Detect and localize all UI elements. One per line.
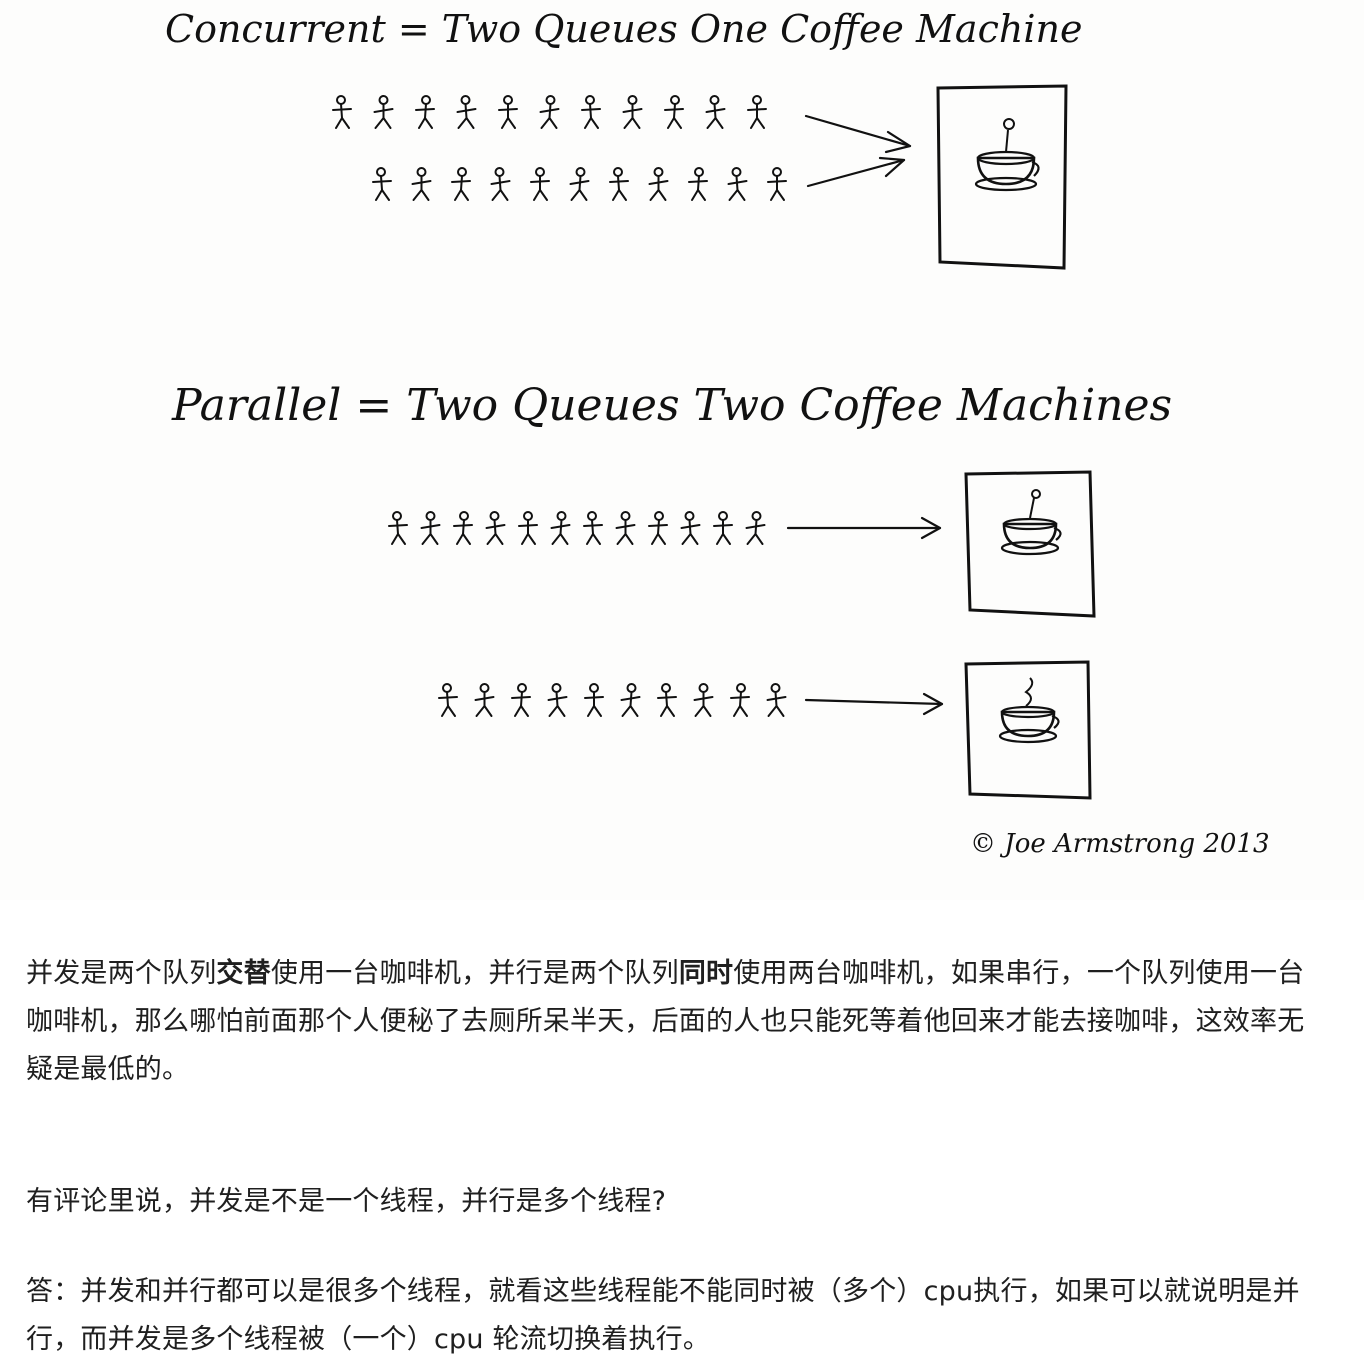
text-span: 并发是两个队列 (26, 958, 217, 989)
person-figure (485, 511, 506, 545)
person-figure (415, 95, 435, 129)
paragraph-explanation: 并发是两个队列交替使用一台咖啡机，并行是两个队列同时使用两台咖啡机，如果串行，一… (26, 950, 1326, 1094)
person-figure (511, 683, 531, 717)
credit: © Joe Armstrong 2013 (970, 829, 1270, 859)
person-figure (498, 95, 518, 129)
queue-concurrent-2 (372, 167, 787, 201)
person-figure (622, 95, 643, 129)
person-figure (518, 511, 538, 545)
person-figure (705, 95, 726, 129)
person-figure (747, 95, 767, 129)
arrow-concurrent-2 (806, 156, 906, 188)
person-figure (388, 511, 408, 545)
person-figure (657, 683, 677, 717)
paragraph-answer: 答：并发和并行都可以是很多个线程，就看这些线程能不能同时被（多个）cpu执行，如… (26, 1276, 1300, 1355)
person-figure (745, 511, 766, 545)
coffee-machine-parallel-2 (964, 660, 1092, 800)
person-figure (648, 167, 669, 201)
article: 并发是两个队列交替使用一台咖啡机，并行是两个队列同时使用两台咖啡机，如果串行，一… (26, 950, 1326, 1355)
coffee-cup-icon (998, 677, 1060, 744)
person-figure (664, 95, 684, 129)
person-figure (693, 683, 714, 717)
person-figure (456, 95, 477, 129)
person-figure (451, 167, 471, 201)
person-figure (620, 683, 641, 717)
coffee-machine-parallel-1 (964, 470, 1096, 618)
person-figure (648, 511, 668, 545)
emphasis-alternate: 交替 (216, 958, 271, 989)
queue-parallel-1 (388, 511, 766, 545)
person-figure (438, 683, 458, 717)
person-figure (615, 511, 636, 545)
person-figure (766, 683, 787, 717)
person-figure (411, 167, 432, 201)
person-figure (609, 167, 629, 201)
person-figure (490, 167, 511, 201)
person-figure (539, 95, 560, 129)
person-figure (767, 167, 787, 201)
person-figure (730, 683, 750, 717)
person-figure (581, 95, 601, 129)
person-figure (688, 167, 708, 201)
person-figure (547, 683, 568, 717)
person-figure (453, 511, 473, 545)
person-figure (530, 167, 550, 201)
coffee-cup-icon (1000, 489, 1062, 556)
person-figure (584, 683, 604, 717)
text-span: 使用一台咖啡机，并行是两个队列 (270, 958, 679, 989)
queue-concurrent-1 (332, 95, 767, 129)
person-figure (713, 511, 733, 545)
text-span: 使用两台咖啡机，如果串行，一个队列使用一台咖啡机，那么哪怕前面那个人便秘了去厕所… (26, 958, 1305, 1085)
parallel-title: Parallel = Two Queues Two Coffee Machine… (171, 380, 1172, 431)
person-figure (372, 167, 392, 201)
concurrent-title: Concurrent = Two Queues One Coffee Machi… (165, 7, 1082, 51)
person-figure (420, 511, 441, 545)
person-figure (680, 511, 701, 545)
arrow-concurrent-1 (804, 114, 912, 154)
person-figure (550, 511, 571, 545)
person-figure (474, 683, 495, 717)
paragraph-question: 有评论里说，并发是不是一个线程，并行是多个线程? (26, 1186, 667, 1217)
concurrency-diagram: Concurrent = Two Queues One Coffee Machi… (165, 7, 1270, 859)
person-figure (727, 167, 748, 201)
person-figure (569, 167, 590, 201)
arrow-parallel-1 (786, 516, 942, 540)
coffee-cup-icon (974, 118, 1040, 192)
queue-parallel-2 (438, 683, 787, 717)
person-figure (583, 511, 603, 545)
person-figure (373, 95, 394, 129)
emphasis-simultaneous: 同时 (678, 958, 734, 989)
person-figure (332, 95, 352, 129)
coffee-machine-concurrent (936, 84, 1068, 270)
arrow-parallel-2 (804, 692, 944, 716)
